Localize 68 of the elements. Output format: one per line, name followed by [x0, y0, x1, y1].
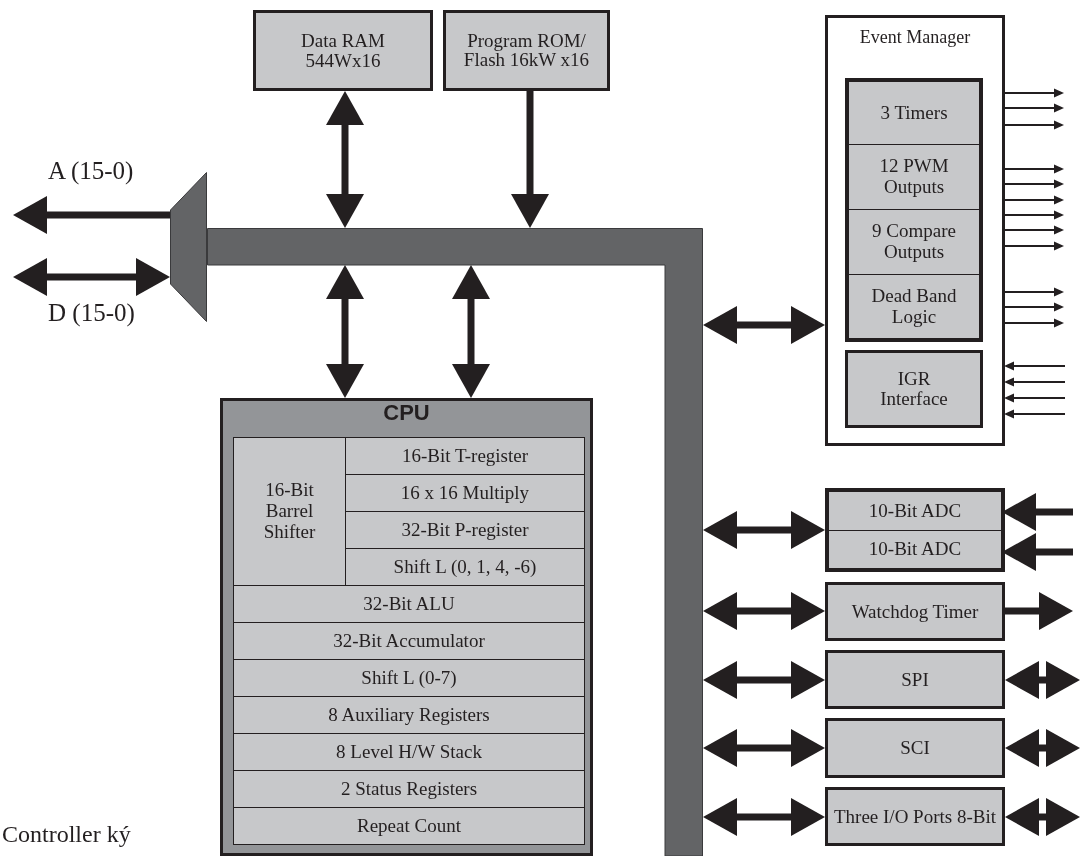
arrow: [1005, 88, 1064, 98]
signal-label: A (15-0): [48, 158, 134, 183]
arrow: [1005, 661, 1080, 699]
register-cell: 2 Status Registers: [233, 770, 585, 808]
arrow: [452, 265, 490, 398]
module-block: Three I/O Ports 8-Bit: [825, 787, 1005, 846]
register-cell: 8 Auxiliary Registers: [233, 696, 585, 734]
module-block: SPI: [825, 650, 1005, 709]
memory-block: Program ROM/ Flash 16kW x16: [443, 10, 610, 91]
arrow: [1005, 164, 1064, 174]
arrow: [1005, 210, 1064, 220]
arrow: [13, 258, 170, 296]
arrow: [703, 511, 825, 549]
arrow: [1005, 120, 1064, 130]
arrow: [1005, 241, 1064, 251]
arrow: [1004, 393, 1065, 403]
bus-bar: [207, 228, 703, 856]
register-cell: 16-Bit T-register: [345, 437, 585, 475]
arrow: [1004, 409, 1065, 419]
arrow: [1005, 195, 1064, 205]
arrow: [1005, 103, 1064, 113]
multiplexer-shape: [170, 172, 207, 322]
arrow: [13, 196, 170, 234]
arrow: [703, 798, 825, 836]
module-group-box: [825, 488, 1005, 572]
block-title: Event Manager: [858, 28, 972, 46]
register-cell: 32-Bit ALU: [233, 585, 585, 623]
arrow: [703, 306, 825, 344]
register-cell: 10-Bit ADC: [828, 491, 1002, 531]
arrow: [1005, 302, 1064, 312]
arrow: [1004, 377, 1065, 387]
arrow: [703, 592, 825, 630]
arrow: [1005, 179, 1064, 189]
arrow: [511, 91, 549, 228]
arrow: [703, 729, 825, 767]
module-block: Watchdog Timer: [825, 582, 1005, 641]
register-cell: Dead Band Logic: [848, 274, 980, 339]
arrow: [1005, 225, 1064, 235]
arrow: [1005, 592, 1073, 630]
register-cell: 3 Timers: [848, 81, 980, 145]
arrow: [1005, 318, 1064, 328]
register-cell: Shift L (0-7): [233, 659, 585, 697]
arrow: [326, 265, 364, 398]
register-cell: 9 Compare Outputs: [848, 209, 980, 275]
module-block: SCI: [825, 718, 1005, 778]
signal-label: Controller ký: [2, 822, 131, 846]
arrow: [1004, 361, 1065, 371]
event-manager-panel: [825, 15, 1005, 446]
register-cell: Repeat Count: [233, 807, 585, 845]
register-cell: 8 Level H/W Stack: [233, 733, 585, 771]
arrow: [703, 661, 825, 699]
signal-label: D (15-0): [48, 300, 135, 325]
register-cell: 10-Bit ADC: [828, 530, 1002, 569]
arrow: [326, 91, 364, 228]
register-cell: 32-Bit Accumulator: [233, 622, 585, 660]
arrow: [1005, 729, 1080, 767]
cpu-block: [220, 398, 593, 856]
module-block: IGR Interface: [845, 350, 983, 428]
module-group-box: [845, 78, 983, 342]
register-cell: 16 x 16 Multiply: [345, 474, 585, 512]
module-block: Data RAM 544Wx16: [253, 10, 433, 91]
register-cell: 16-Bit Barrel Shifter: [233, 437, 346, 586]
arrow: [1005, 287, 1064, 297]
block-title: CPU: [382, 402, 431, 424]
register-cell: 12 PWM Outputs: [848, 144, 980, 210]
arrow: [1005, 798, 1080, 836]
register-cell: Shift L (0, 1, 4, -6): [345, 548, 585, 586]
register-cell: 32-Bit P-register: [345, 511, 585, 549]
